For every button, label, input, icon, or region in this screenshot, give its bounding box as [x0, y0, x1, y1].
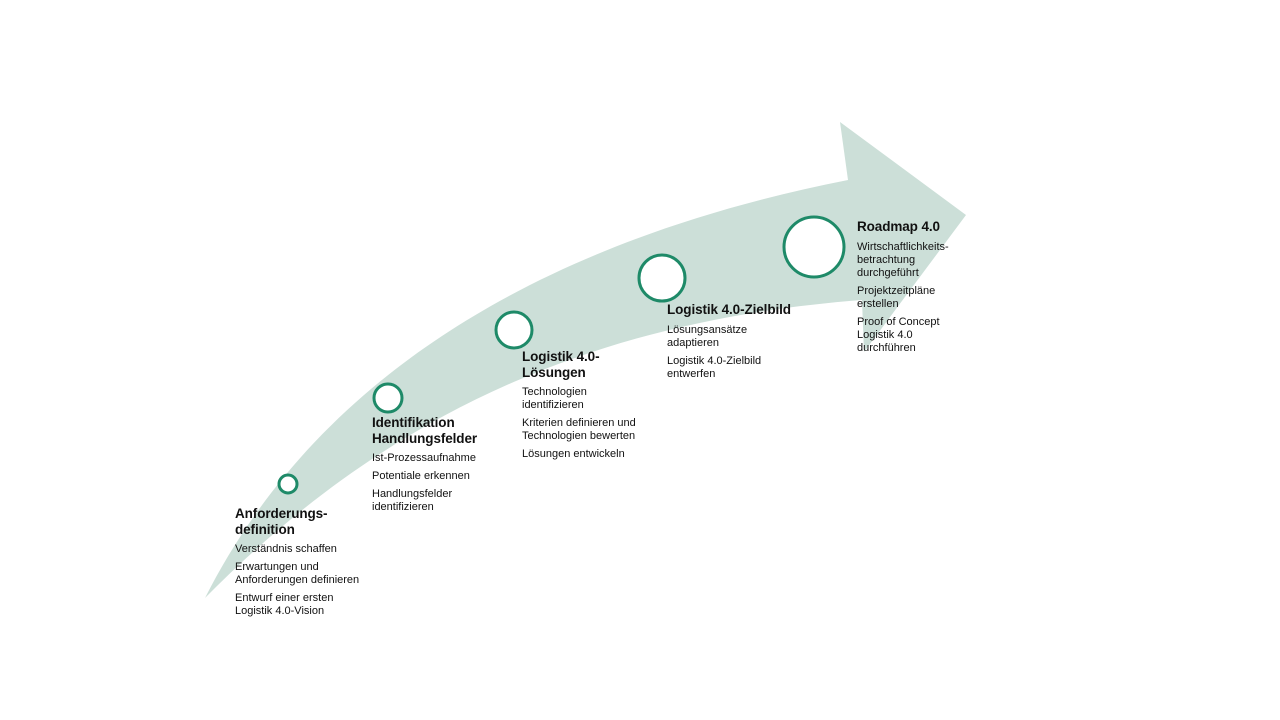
stage-item: Entwurf einer ersten Logistik 4.0-Vision — [235, 592, 334, 617]
stage-title: Anforderungs- definition — [235, 506, 328, 537]
stage-title: Logistik 4.0- Lösungen — [522, 349, 600, 380]
stage-item: Technologien identifizieren — [522, 386, 587, 411]
stage-item: Logistik 4.0-Zielbild entwerfen — [667, 354, 762, 380]
progress-arrow — [205, 122, 966, 598]
stage-anforderungsdefinition: Anforderungs- definition Verständnis sch… — [235, 506, 359, 623]
milestone-circle-roadmap — [782, 215, 846, 279]
stage-item: Ist-Prozessaufnahme — [372, 452, 476, 464]
stage-identifikation: Identifikation Handlungsfelder Ist-Proze… — [372, 415, 477, 519]
stage-items: Wirtschaftlichkeits- betrachtung durchge… — [857, 241, 949, 355]
milestone-circle-anforderungsdefinition — [277, 473, 299, 495]
stage-items: Ist-Prozessaufnahme Potentiale erkennen … — [372, 452, 477, 514]
stage-item: Proof of Concept Logistik 4.0 durchführe… — [857, 315, 940, 354]
stage-items: Lösungsansätze adaptieren Logistik 4.0-Z… — [667, 324, 791, 381]
stage-item: Handlungsfelder identifizieren — [372, 488, 453, 513]
stage-item: Projektzeitpläne erstellen — [857, 284, 936, 310]
milestones — [277, 215, 846, 495]
stage-zielbild: Logistik 4.0-Zielbild Lösungsansätze ada… — [667, 302, 791, 386]
stage-item: Potentiale erkennen — [372, 470, 470, 482]
stage-items: Verständnis schaffen Erwartungen und Anf… — [235, 543, 359, 618]
milestone-circle-zielbild — [637, 253, 687, 303]
stage-item: Lösungen entwickeln — [522, 448, 625, 460]
milestone-circle-identifikation — [372, 382, 404, 414]
stage-loesungen: Logistik 4.0- Lösungen Technologien iden… — [522, 349, 636, 466]
stage-title: Logistik 4.0-Zielbild — [667, 302, 791, 317]
stage-item: Kriterien definieren und Technologien be… — [522, 417, 636, 442]
stage-item: Verständnis schaffen — [235, 543, 337, 555]
stage-item: Wirtschaftlichkeits- betrachtung durchge… — [857, 240, 949, 279]
stage-title: Identifikation Handlungsfelder — [372, 415, 478, 446]
stage-items: Technologien identifizieren Kriterien de… — [522, 386, 636, 461]
stage-item: Erwartungen und Anforderungen definieren — [235, 561, 360, 586]
stage-roadmap: Roadmap 4.0 Wirtschaftlichkeits- betrach… — [857, 219, 949, 360]
stage-title: Roadmap 4.0 — [857, 219, 940, 234]
stage-item: Lösungsansätze adaptieren — [667, 323, 748, 349]
milestone-circle-loesungen — [494, 310, 534, 350]
